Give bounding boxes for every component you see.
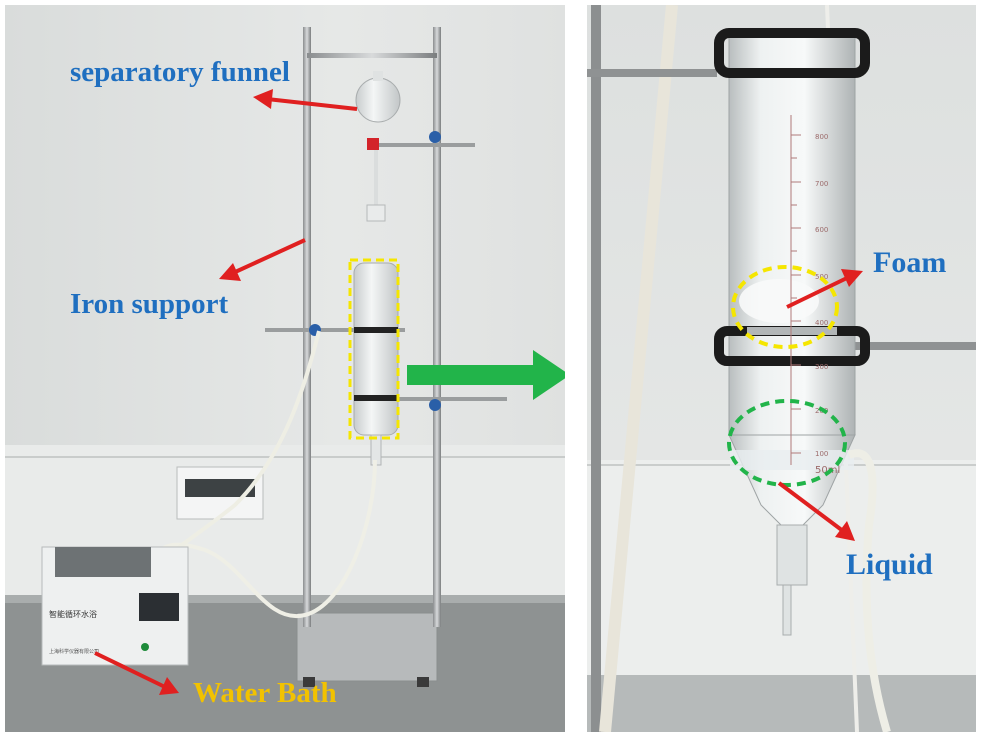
liquid-label: Liquid bbox=[846, 548, 933, 581]
liquid-highlight-ellipse bbox=[727, 399, 847, 487]
arrow-to-iron-support bbox=[219, 238, 306, 281]
bath-title-text: 智能循环水浴 bbox=[49, 609, 97, 619]
left-photo-apparatus: 智能循环水浴 上海科学仪器有限公司 bbox=[5, 5, 565, 732]
arrow-to-foam bbox=[786, 269, 863, 309]
scale-mark-300: 300 bbox=[815, 363, 828, 371]
arrow-to-liquid bbox=[777, 481, 855, 541]
scale-mark-100: 100 bbox=[815, 450, 828, 458]
right-photo-column-closeup: 800 700 600 500 400 300 200 100 50ml bbox=[587, 5, 976, 732]
scale-mark-800: 800 bbox=[815, 133, 828, 141]
bath-maker-text: 上海科学仪器有限公司 bbox=[49, 648, 99, 655]
scale-mark-400: 400 bbox=[815, 319, 828, 327]
separatory-funnel-label: separatory funnel bbox=[70, 56, 290, 88]
zoom-transfer-arrow bbox=[407, 350, 565, 400]
foam-label: Foam bbox=[873, 246, 947, 279]
scale-mark-600: 600 bbox=[815, 226, 828, 234]
iron-support-label: Iron support bbox=[70, 288, 229, 320]
foam-highlight-ellipse bbox=[731, 265, 839, 349]
scale-mark-700: 700 bbox=[815, 180, 828, 188]
right-photo-scene: 800 700 600 500 400 300 200 100 50ml bbox=[587, 5, 976, 732]
arrow-to-water-bath bbox=[94, 651, 179, 695]
column-highlight-box bbox=[348, 258, 400, 440]
arrow-to-funnel bbox=[253, 89, 358, 111]
left-photo-scene: 智能循环水浴 上海科学仪器有限公司 bbox=[5, 5, 565, 732]
water-bath-label: Water Bath bbox=[193, 677, 337, 709]
